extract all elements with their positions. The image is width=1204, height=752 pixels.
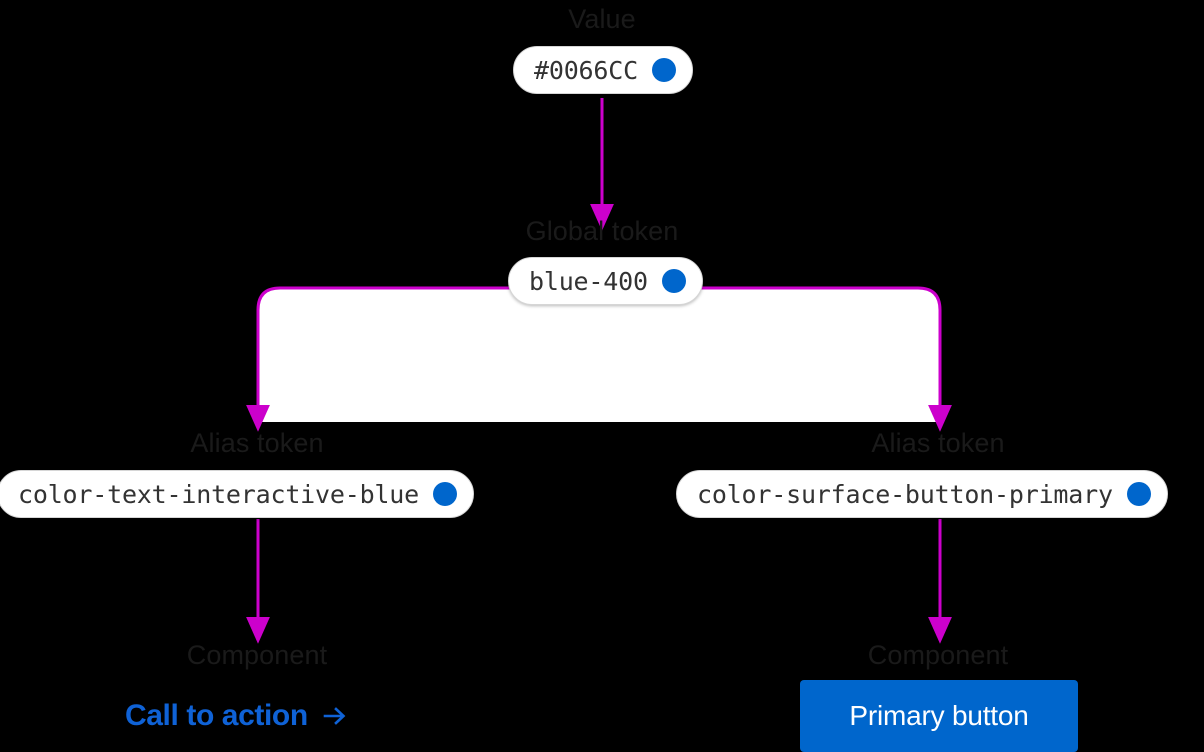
- color-swatch-circle-icon: [432, 482, 457, 506]
- primary-button[interactable]: Primary button: [800, 680, 1078, 752]
- token-pill-alias-right-text: color-surface-button-primary: [697, 479, 1113, 509]
- color-swatch-circle-icon: [1126, 482, 1151, 506]
- call-to-action-link[interactable]: Call to action: [125, 701, 348, 731]
- call-to-action-label: Call to action: [125, 699, 308, 732]
- stage-label-value: Value: [568, 4, 636, 34]
- color-swatch-circle-icon: [661, 269, 686, 293]
- primary-button-label: Primary button: [849, 700, 1029, 731]
- stage-label-alias-token-right: Alias token: [871, 428, 1005, 458]
- edge-global-to-alias-right: [602, 286, 952, 432]
- token-pill-alias-surface-button-primary[interactable]: color-surface-button-primary: [676, 470, 1168, 518]
- bracket-fill: [258, 288, 940, 422]
- token-pill-alias-text-interactive-blue[interactable]: color-text-interactive-blue: [0, 470, 474, 518]
- token-pill-value[interactable]: #0066CC: [513, 46, 693, 94]
- token-pill-alias-left-text: color-text-interactive-blue: [18, 479, 419, 509]
- stage-label-global-token: Global token: [525, 216, 679, 246]
- stage-label-component-right: Component: [867, 640, 1009, 670]
- color-swatch-circle-icon: [651, 58, 676, 82]
- edge-global-to-alias-left: [246, 286, 602, 432]
- stage-label-component-left: Component: [186, 640, 328, 670]
- arrow-right-icon: [322, 703, 348, 729]
- token-pill-value-text: #0066CC: [534, 55, 638, 85]
- token-pill-global-text: blue-400: [529, 266, 648, 296]
- stage-label-alias-token-left: Alias token: [190, 428, 324, 458]
- token-pill-global[interactable]: blue-400: [508, 257, 703, 305]
